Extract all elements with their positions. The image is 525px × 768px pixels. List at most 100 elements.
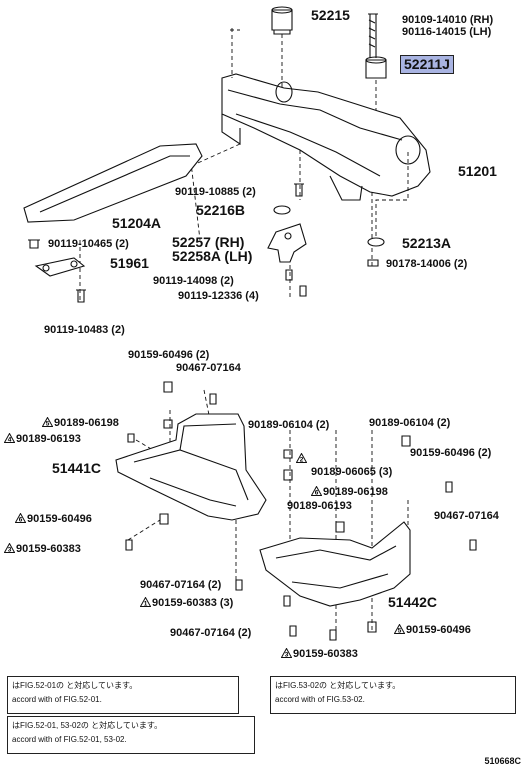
marker-2: 2 bbox=[296, 453, 308, 465]
part-label-90159-60496-top: 90159-60496 (2) bbox=[128, 349, 210, 361]
bolt-90119-12336-drawing bbox=[299, 285, 307, 297]
bolt-90119-10885-drawing bbox=[294, 183, 304, 197]
clip-90159-60496-right-drawing bbox=[445, 481, 453, 493]
part-label-90119-10483: 90119-10483 (2) bbox=[44, 324, 125, 336]
bushing-52211J-drawing bbox=[365, 56, 387, 79]
part-label-90119-14098: 90119-14098 (2) bbox=[153, 275, 234, 287]
bolt-90109-drawing bbox=[368, 13, 378, 58]
part-label-52213A: 52213A bbox=[402, 235, 452, 251]
reference-triangle-icon: 3 bbox=[4, 543, 15, 553]
part-label-90189-06104-center: 90189-06104 (2) bbox=[248, 419, 330, 431]
clip-90467-07164-2b-drawing bbox=[289, 625, 297, 637]
clip-90159-60496-bottom-drawing bbox=[367, 621, 377, 633]
under-cover-51442C-drawing bbox=[259, 521, 411, 607]
washer-52216B-drawing bbox=[273, 205, 291, 215]
clip-90189-06198a-drawing bbox=[163, 419, 173, 429]
svg-text:2: 2 bbox=[300, 457, 304, 463]
svg-text:5: 5 bbox=[398, 628, 402, 634]
reference-triangle-icon: 4 bbox=[4, 433, 15, 443]
part-label-90119-10885: 90119-10885 (2) bbox=[175, 186, 256, 198]
part-label-90116-14015: 90116-14015 (LH) bbox=[402, 26, 492, 38]
clip-90159-60383-left-drawing bbox=[125, 539, 133, 551]
part-label-51441C: 51441C bbox=[52, 460, 102, 476]
part-label-90159-60496-right: 90159-60496 (2) bbox=[410, 447, 492, 459]
svg-text:4: 4 bbox=[8, 437, 12, 443]
part-label-52216B: 52216B bbox=[196, 202, 246, 218]
clip-90189-06193a-drawing bbox=[127, 433, 135, 443]
reference-triangle-icon: 6 bbox=[15, 513, 26, 523]
part-label-52215: 52215 bbox=[311, 7, 350, 23]
note-box-fig-52-01-53-02: はFIG.52-01, 53-02の と対応しています。 accord with… bbox=[7, 716, 255, 754]
note-line-en: accord with of FIG.53-02. bbox=[275, 695, 365, 704]
under-cover-51441C-drawing bbox=[115, 413, 267, 521]
part-label-52211J-highlighted[interactable]: 52211J bbox=[400, 55, 454, 74]
part-label-52258A: 52258A (LH) bbox=[172, 248, 253, 264]
clip-90467-07164-2a-drawing bbox=[235, 579, 243, 591]
reference-triangle-icon: 2 bbox=[296, 453, 307, 463]
note-line-jp: はFIG.53-02の と対応しています。 bbox=[275, 681, 401, 690]
clip-90159-60496-left-drawing bbox=[159, 513, 169, 525]
bushing-52215-drawing bbox=[271, 6, 293, 35]
part-label-90119-12336: 90119-12336 (4) bbox=[178, 290, 259, 302]
nut-90178-drawing bbox=[367, 259, 379, 267]
clip-90467-07164-top-drawing bbox=[209, 393, 217, 405]
svg-text:5: 5 bbox=[46, 421, 50, 427]
clip-90189-06104-right-drawing bbox=[401, 435, 411, 447]
clip-90189-06065-drawing bbox=[283, 469, 293, 481]
part-label-51204A: 51204A bbox=[112, 215, 162, 231]
illustration-number: 510668C bbox=[484, 756, 521, 766]
clip-90189-06193b-drawing bbox=[335, 521, 345, 533]
bracket-52257-drawing bbox=[267, 223, 307, 263]
part-label-51961: 51961 bbox=[110, 255, 149, 271]
bolt-90119-14098-drawing bbox=[285, 269, 293, 281]
part-label-90178-14006: 90178-14006 (2) bbox=[386, 258, 468, 270]
reference-triangle-icon: 6 bbox=[311, 486, 322, 496]
reference-triangle-icon: 5 bbox=[42, 417, 53, 427]
note-box-fig-53-02: はFIG.53-02の と対応しています。 accord with of FIG… bbox=[270, 676, 516, 714]
clip-90189-06104-drawing bbox=[283, 449, 293, 459]
bracket-51961-drawing bbox=[34, 257, 86, 277]
part-label-90109-14010: 90109-14010 (RH) bbox=[402, 14, 494, 26]
note-line-jp: はFIG.52-01, 53-02の と対応しています。 bbox=[12, 721, 163, 730]
clip-90467-07164-right-drawing bbox=[469, 539, 477, 551]
part-label-52257: 52257 (RH) bbox=[172, 234, 245, 250]
washer-52213A-drawing bbox=[367, 237, 385, 247]
svg-text:1: 1 bbox=[144, 601, 148, 607]
part-label-90189-06193-b: 90189-06193 bbox=[287, 500, 352, 512]
part-label-51201: 51201 bbox=[458, 163, 497, 179]
crossmember-51201-drawing bbox=[221, 73, 431, 201]
note-line-en: accord with of FIG.52-01, 53-02. bbox=[12, 735, 127, 744]
clip-90159-60383-3-drawing bbox=[283, 595, 291, 607]
svg-text:3: 3 bbox=[285, 652, 289, 658]
svg-text:3: 3 bbox=[8, 547, 12, 553]
part-label-90467-07164-top: 90467-07164 bbox=[176, 362, 241, 374]
clip-90159-60383-bottom-drawing bbox=[329, 629, 337, 641]
part-label-90189-06104-right: 90189-06104 (2) bbox=[369, 417, 451, 429]
note-box-fig-52-01: はFIG.52-01の と対応しています。 accord with of FIG… bbox=[7, 676, 239, 714]
svg-text:6: 6 bbox=[19, 517, 23, 523]
reference-triangle-icon: 1 bbox=[140, 597, 151, 607]
part-label-90189-06065: 90189-06065 (3) bbox=[311, 466, 393, 478]
bolt-90119-10483-drawing bbox=[76, 289, 86, 303]
part-label-51442C: 51442C bbox=[388, 594, 438, 610]
clip-90159-60496-top-drawing bbox=[163, 381, 173, 393]
bolt-90119-10465-drawing bbox=[28, 239, 40, 249]
note-line-en: accord with of FIG.52-01. bbox=[12, 695, 102, 704]
reference-triangle-icon: 5 bbox=[394, 624, 405, 634]
part-label-90467-07164-right: 90467-07164 bbox=[434, 510, 499, 522]
svg-text:6: 6 bbox=[315, 490, 319, 496]
reference-triangle-icon: 3 bbox=[281, 648, 292, 658]
part-label-90467-07164-2b: 90467-07164 (2) bbox=[170, 627, 252, 639]
part-label-90119-10465: 90119-10465 (2) bbox=[48, 238, 129, 250]
part-label-90467-07164-2a: 90467-07164 (2) bbox=[140, 579, 222, 591]
note-line-jp: はFIG.52-01の と対応しています。 bbox=[12, 681, 138, 690]
